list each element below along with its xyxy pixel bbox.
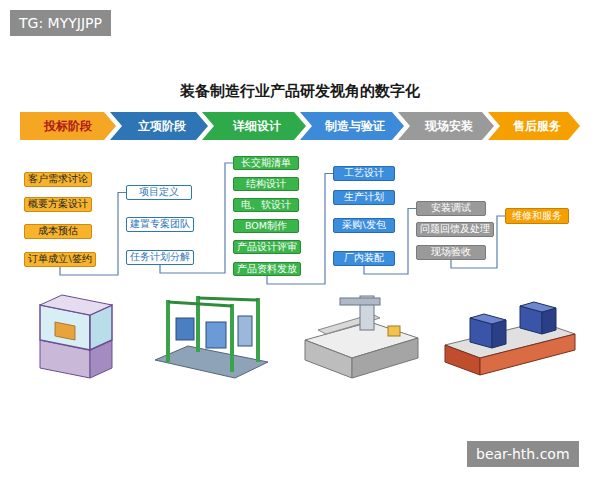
task-box: 生产计划 — [333, 190, 395, 205]
frame-machine — [155, 296, 268, 378]
task-label: 建置专案团队 — [130, 219, 190, 229]
task-box: 项目定义 — [126, 185, 192, 200]
line-unit-top — [520, 302, 556, 312]
task-label: 客户需求讨论 — [28, 174, 88, 184]
task-label: 工艺设计 — [344, 168, 384, 178]
task-label: 任务计划分解 — [130, 252, 190, 262]
frame-base — [155, 346, 268, 378]
task-box: 维修和服务 — [505, 208, 569, 224]
frame-pillar — [230, 304, 234, 372]
frame-beam — [168, 302, 232, 306]
task-box: 长交期清单 — [233, 156, 299, 170]
task-label: 成本预估 — [38, 226, 78, 236]
station-head — [340, 298, 380, 305]
phase-label: 制造与验证 — [325, 120, 385, 133]
conveyor-line — [445, 302, 575, 375]
task-label: 现场验收 — [431, 247, 471, 257]
task-label: 订单成立\签约 — [28, 254, 91, 264]
task-box: 产品设计评审 — [233, 240, 301, 254]
task-box: 产品资料发放 — [233, 262, 301, 276]
task-label: 厂内装配 — [344, 253, 384, 263]
phase-label: 立项阶段 — [138, 120, 186, 133]
phase-chevron: 投标阶段 — [20, 112, 116, 140]
task-box: 电、软设计 — [233, 198, 299, 212]
frame-pillar — [166, 300, 170, 362]
phase-label: 投标阶段 — [44, 120, 92, 133]
line-bed-front — [445, 345, 480, 375]
chevron-fill — [202, 112, 306, 140]
chevron-fill — [398, 112, 494, 140]
task-box: 问题回馈及处理 — [416, 222, 494, 237]
task-label: 维修和服务 — [512, 211, 562, 221]
diagram-title: 装备制造行业产品研发视角的数字化 — [0, 82, 600, 101]
task-box: 订单成立\签约 — [24, 252, 96, 267]
watermark-label: bear-hth.com — [467, 441, 579, 467]
chevron-fill — [300, 112, 404, 140]
cabinet-top — [40, 295, 112, 315]
phase-chevron: 制造与验证 — [300, 112, 404, 140]
frame-beam — [198, 298, 258, 300]
assembly-station — [305, 296, 418, 378]
line-unit-top — [470, 314, 506, 324]
task-box: BOM制作 — [233, 219, 299, 233]
task-label: 问题回馈及处理 — [420, 224, 490, 234]
phase-chevron: 详细设计 — [202, 112, 306, 140]
task-box: 厂内装配 — [333, 251, 395, 266]
task-label: 生产计划 — [344, 192, 384, 202]
task-box: 安装调试 — [416, 201, 486, 216]
phase-chevron: 现场安装 — [398, 112, 494, 140]
chevron-fill — [20, 112, 116, 140]
task-label: 电、软设计 — [241, 200, 291, 210]
frame-unit — [238, 316, 252, 346]
frame-unit — [206, 322, 226, 348]
task-label: 安装调试 — [431, 203, 471, 213]
task-label: BOM制作 — [245, 221, 287, 231]
task-label: 结构设计 — [246, 179, 286, 189]
phase-chevron: 立项阶段 — [110, 112, 208, 140]
chevron-fill — [488, 112, 580, 140]
phase-label: 售后服务 — [513, 120, 561, 133]
task-label: 长交期清单 — [241, 158, 291, 168]
phase-label: 现场安装 — [425, 120, 473, 133]
task-box: 概要方案设计 — [24, 197, 92, 212]
task-box: 任务计划分解 — [126, 250, 194, 265]
station-part — [388, 326, 400, 336]
cabinet-machine — [40, 295, 112, 378]
task-label: 产品设计评审 — [237, 242, 297, 252]
task-box: 工艺设计 — [333, 166, 395, 181]
task-label: 项目定义 — [139, 187, 179, 197]
task-box: 结构设计 — [233, 177, 299, 191]
task-box: 成本预估 — [24, 224, 92, 239]
phase-chevron: 售后服务 — [488, 112, 580, 140]
task-label: 概要方案设计 — [28, 199, 88, 209]
station-table-front — [305, 340, 352, 378]
task-label: 产品资料发放 — [237, 264, 297, 274]
task-box: 现场验收 — [416, 245, 486, 260]
task-label: 采购\发包 — [342, 220, 385, 230]
phase-label: 详细设计 — [233, 120, 281, 133]
line-unit-side — [492, 320, 506, 348]
cabinet-inner-part — [55, 322, 75, 340]
task-box: 建置专案团队 — [126, 217, 194, 232]
station-table-side — [352, 338, 418, 378]
chevron-fill — [110, 112, 208, 140]
frame-pillar — [256, 298, 260, 362]
task-box: 采购\发包 — [333, 218, 395, 233]
frame-unit — [176, 318, 194, 340]
watermark-label: TG: MYYJJPP — [10, 10, 111, 36]
task-box: 客户需求讨论 — [24, 172, 92, 187]
